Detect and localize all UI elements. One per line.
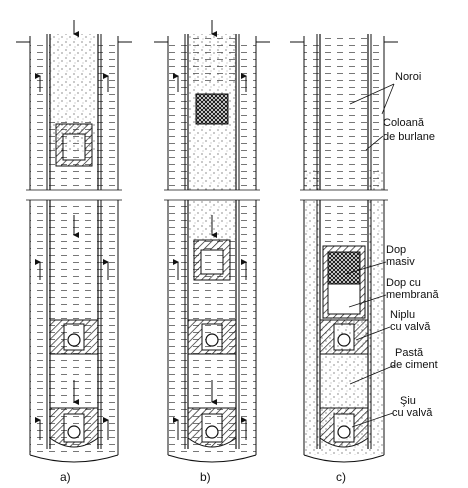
label-pasta-line1: Pastă	[395, 347, 424, 359]
membrane-plug	[55, 123, 93, 167]
borehole-bottom	[303, 454, 385, 463]
valve-ball	[67, 333, 81, 347]
label-dop-masiv-line1: Dop	[386, 244, 406, 256]
membrane-plug	[193, 239, 231, 281]
label-noroi: Noroi	[395, 71, 421, 83]
ground-left	[154, 36, 169, 43]
label-dop-membrana-line2: membrană	[386, 289, 439, 301]
well-c	[290, 34, 398, 463]
ground-left	[290, 36, 305, 43]
solid-plug	[195, 93, 229, 125]
mud-column-top	[188, 34, 236, 84]
mud-column	[320, 34, 368, 190]
shoe-valve-ball	[67, 425, 81, 439]
captions: a) b) c)	[60, 470, 346, 484]
ground-left	[16, 36, 31, 43]
valve-ball	[205, 333, 219, 347]
label-pasta-line2: de ciment	[390, 359, 438, 371]
leader-lines	[345, 83, 396, 428]
labels-group: Noroi Coloană de burlane Dop masiv Dop c…	[383, 71, 439, 419]
ground-right	[383, 36, 398, 43]
caption-a: a)	[60, 470, 71, 484]
label-dop-masiv-line2: masiv	[386, 256, 415, 268]
label-niplu-line2: cu valvă	[390, 321, 431, 333]
ground-right	[117, 36, 132, 43]
label-coloana-line1: Coloană	[383, 117, 425, 129]
label-siu-line2: cu valvă	[392, 407, 433, 419]
valve-ball	[337, 333, 351, 347]
label-siu-line1: Şiu	[400, 395, 416, 407]
label-coloana-line2: de burlane	[383, 131, 435, 143]
shoe-valve-ball	[337, 425, 351, 439]
caption-b: b)	[200, 470, 211, 484]
caption-c: c)	[336, 470, 346, 484]
label-niplu-line1: Niplu	[390, 309, 415, 321]
ground-right	[255, 36, 270, 43]
well-a	[16, 20, 132, 463]
shoe-valve-ball	[205, 425, 219, 439]
borehole-bottom	[29, 454, 119, 463]
mud-column	[320, 200, 368, 245]
solid-plug	[327, 251, 361, 285]
well-b	[154, 20, 270, 463]
borehole-bottom	[167, 454, 257, 463]
label-dop-membrana-line1: Dop cu	[386, 277, 421, 289]
